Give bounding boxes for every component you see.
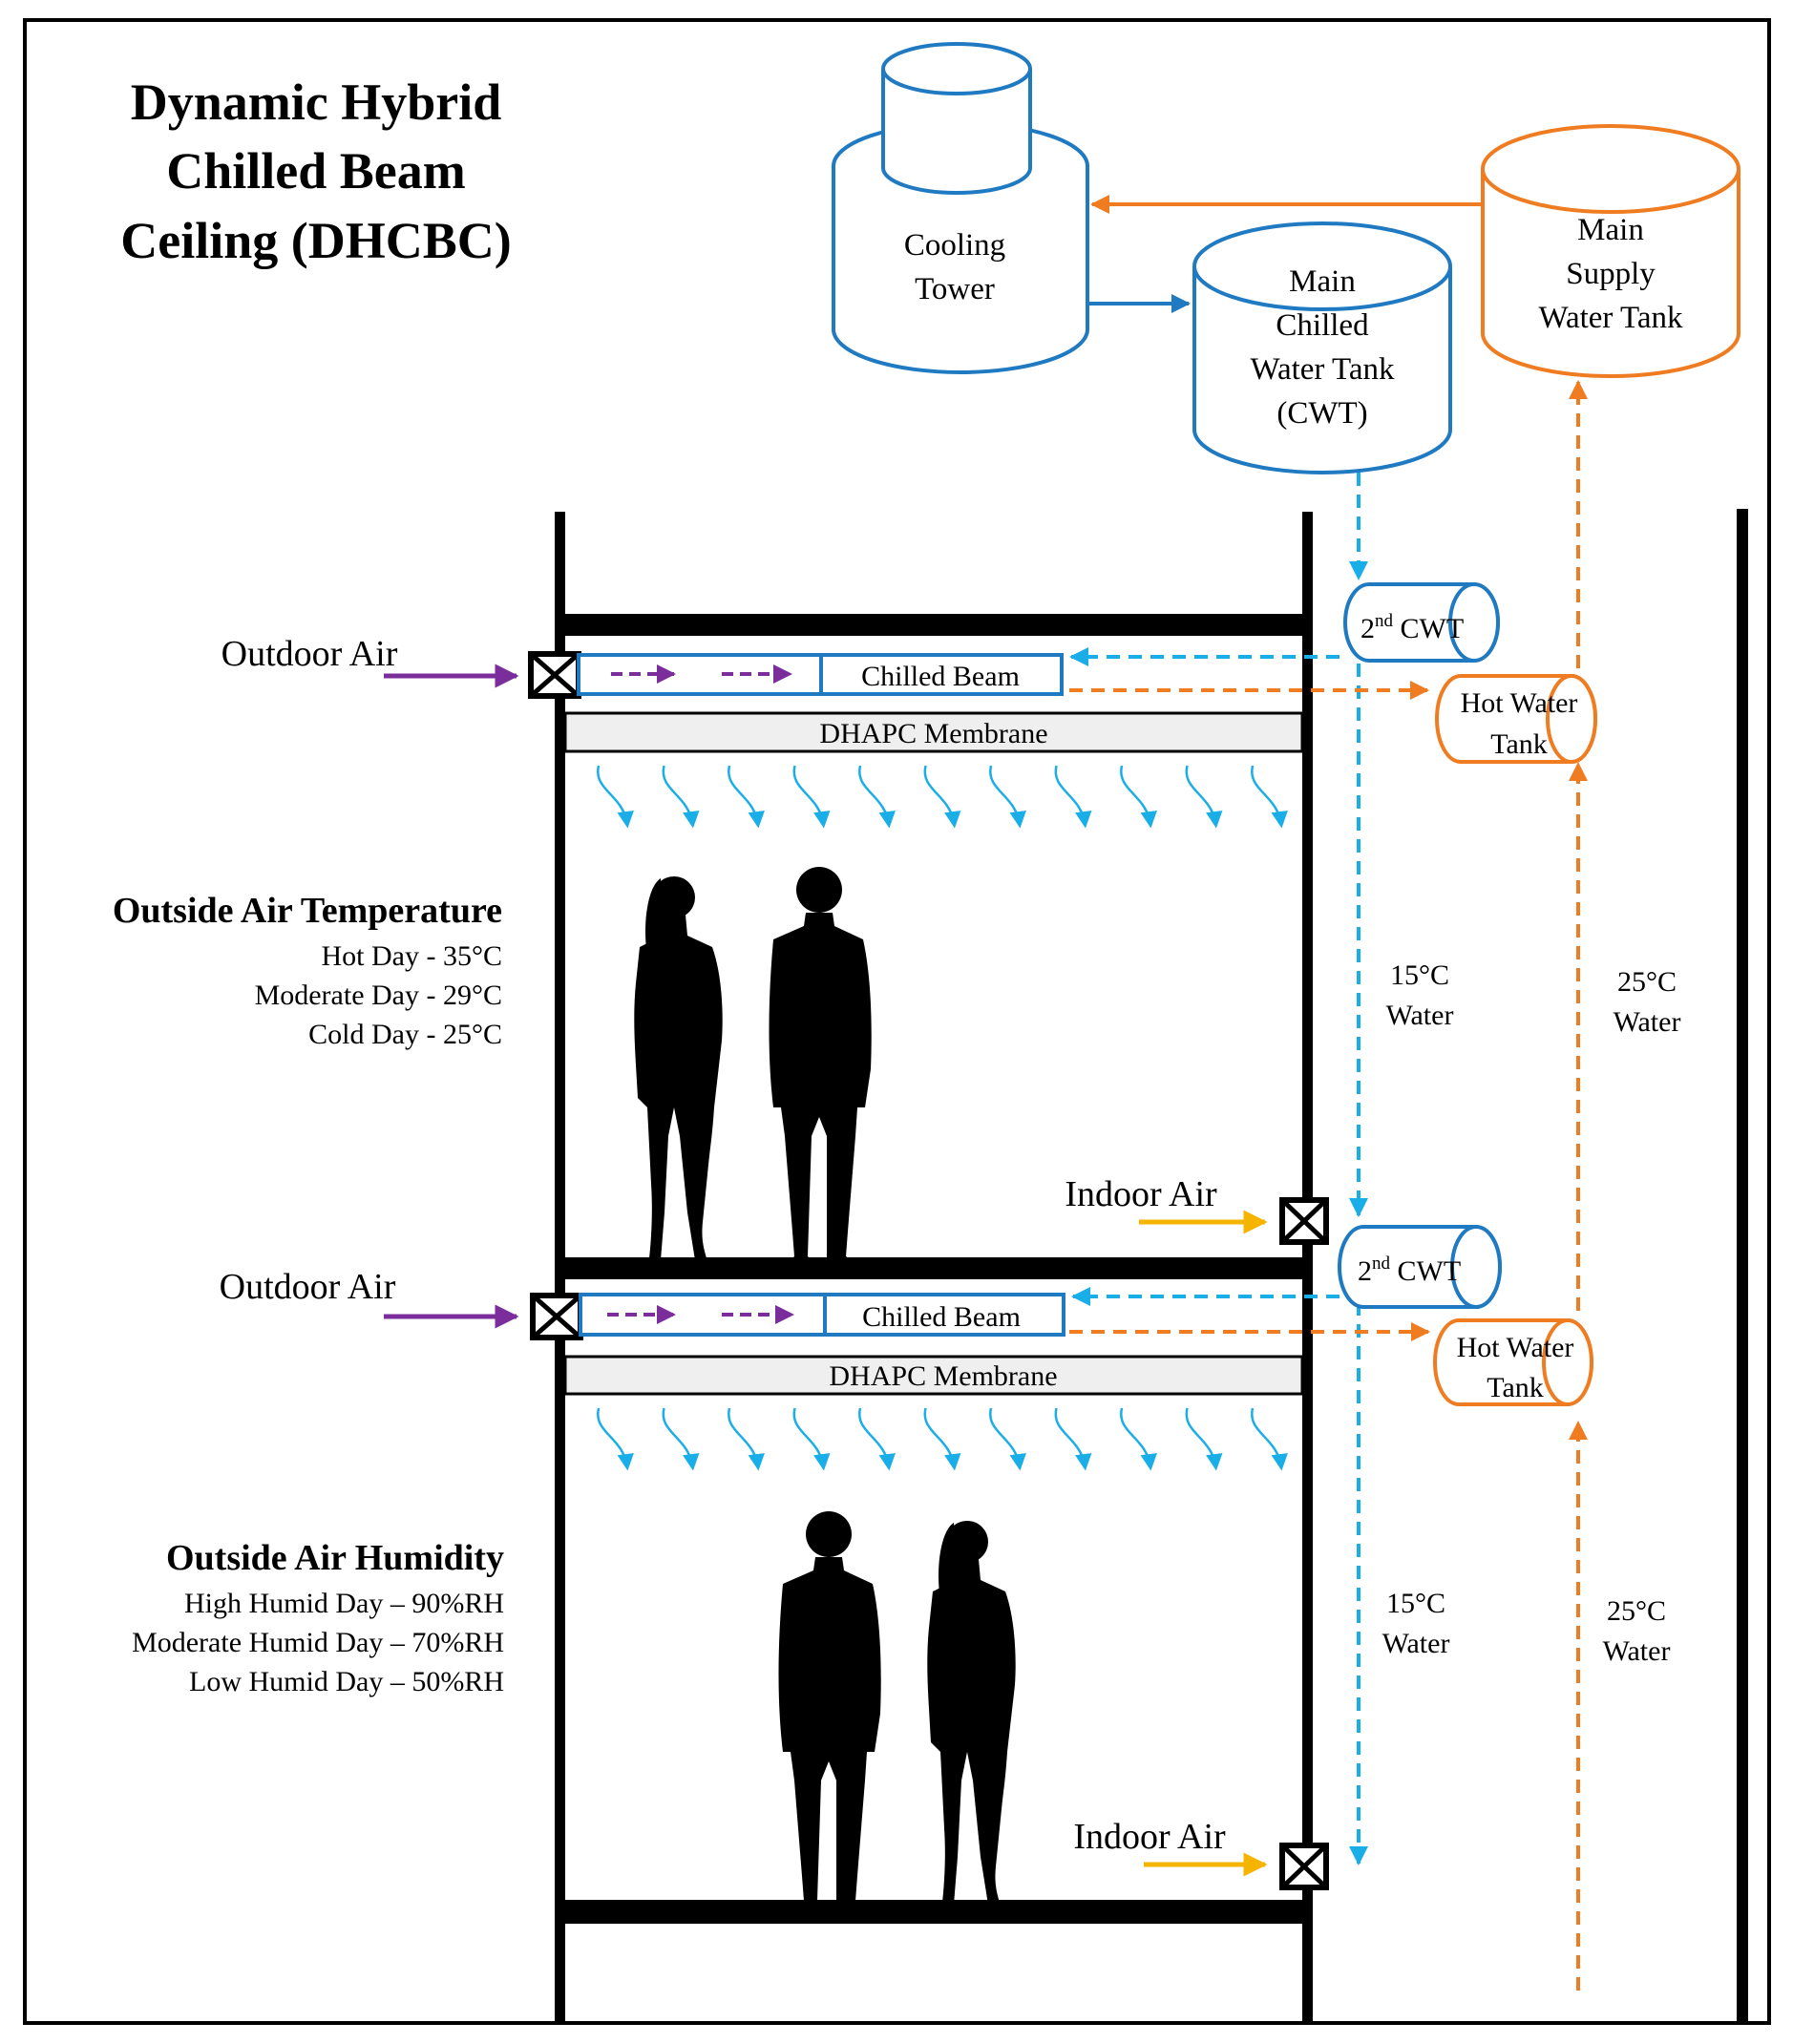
temperature-conditions: Outside Air Temperature Hot Day - 35°C M…: [113, 891, 502, 1050]
air-flow-arrow-lower-9: [1120, 1407, 1157, 1471]
second-cwt-upper: 2nd CWT: [1343, 582, 1500, 663]
air-flow-arrow-lower-1: [597, 1407, 634, 1471]
humidity-item-1: High Humid Day – 90%RH: [184, 1588, 504, 1619]
temperature-item-1: Hot Day - 35°C: [322, 940, 502, 972]
hot-water-temp-1: 25°C: [1617, 966, 1677, 998]
air-flow-arrow-upper-2: [662, 765, 700, 829]
air-flow-arrow-lower-4: [792, 1407, 831, 1471]
membrane-lower: [563, 1355, 1304, 1396]
cold-water-label-2: Water: [1382, 1628, 1450, 1659]
air-flow-arrow-upper-8: [1054, 765, 1092, 829]
building-structure: [555, 509, 1748, 2023]
air-flow-arrow-upper-3: [728, 765, 765, 829]
membrane-label-lower: DHAPC Membrane: [829, 1360, 1057, 1392]
main-cwt-label-3: Water Tank: [1250, 352, 1395, 387]
second-cwt-lower: 2nd CWT: [1338, 1225, 1502, 1309]
hot-water-tank-lower: Hot Water Tank: [1433, 1318, 1593, 1406]
air-flow-arrow-upper-6: [923, 765, 961, 829]
outdoor-air-label-lower: Outdoor Air: [220, 1267, 396, 1307]
indoor-air-label-lower: Indoor Air: [1073, 1817, 1226, 1857]
humidity-item-3: Low Humid Day – 50%RH: [189, 1666, 504, 1697]
air-flow-arrow-lower-10: [1185, 1407, 1223, 1471]
hot-water-temp-2: 25°C: [1607, 1595, 1666, 1627]
air-flow-arrow-lower-5: [858, 1407, 896, 1471]
humidity-heading: Outside Air Humidity: [166, 1538, 504, 1578]
man-silhouette-upper: [769, 867, 872, 1264]
air-flow-arrow-lower-3: [728, 1407, 765, 1471]
hot-water-label-1: Water: [1614, 1006, 1681, 1038]
air-flow-arrows-lower: [597, 1407, 1288, 1471]
water-temp-labels: 15°C Water 25°C Water 15°C Water 25°C Wa…: [1382, 959, 1681, 1667]
title-line-1: Dynamic Hybrid: [131, 74, 502, 131]
main-cwt-label-1: Main: [1289, 264, 1356, 299]
man-silhouette-lower: [778, 1511, 881, 1908]
upper-floor-unit: Outdoor Air Chilled Beam DHAPC Membrane …: [221, 582, 1597, 1245]
floor-slab-bottom: [555, 1900, 1313, 1924]
lower-floor-unit: Outdoor Air Chilled Beam DHAPC Membrane …: [220, 1225, 1593, 1890]
cooling-tower-label-2: Tower: [915, 272, 995, 306]
air-flow-arrow-upper-10: [1185, 765, 1223, 829]
damper-upper-outlet: [1279, 1197, 1329, 1245]
air-flow-arrow-upper-7: [989, 765, 1026, 829]
main-supply-label-1: Main: [1577, 213, 1644, 247]
cold-water-temp-1: 15°C: [1390, 959, 1449, 991]
air-flow-arrow-lower-8: [1054, 1407, 1092, 1471]
main-cwt-label-4: (CWT): [1276, 396, 1367, 431]
main-supply-label-3: Water Tank: [1538, 301, 1683, 335]
occupants-upper-floor: [634, 867, 872, 1264]
outer-frame: [23, 18, 1771, 2025]
hot-tank-label-upper-1: Hot Water: [1461, 687, 1578, 719]
cold-water-temp-2: 15°C: [1386, 1588, 1445, 1619]
air-flow-arrow-upper-1: [597, 765, 634, 829]
air-flow-arrow-lower-6: [923, 1407, 961, 1471]
main-supply-water-tank: Main Supply Water Tank: [1481, 124, 1740, 378]
far-right-wall: [1737, 509, 1748, 2023]
outdoor-air-label-upper: Outdoor Air: [221, 634, 398, 674]
woman-silhouette-upper: [634, 876, 723, 1260]
humidity-item-2: Moderate Humid Day – 70%RH: [132, 1627, 504, 1658]
occupants-lower-floor: [778, 1511, 1016, 1908]
second-cwt-label-upper: 2nd CWT: [1361, 611, 1464, 644]
membrane-label-upper: DHAPC Membrane: [819, 718, 1047, 749]
air-flow-arrow-lower-7: [989, 1407, 1026, 1471]
hot-tank-label-upper-2: Tank: [1490, 728, 1548, 760]
cooling-tower-label-1: Cooling: [904, 228, 1005, 263]
hot-tank-label-lower-2: Tank: [1487, 1372, 1544, 1403]
damper-lower-inlet: [530, 1293, 583, 1340]
temperature-item-2: Moderate Day - 29°C: [255, 980, 502, 1011]
main-chilled-water-tank: Main Chilled Water Tank (CWT): [1192, 221, 1452, 474]
diagram-title: Dynamic Hybrid Chilled Beam Ceiling (DHC…: [120, 74, 511, 269]
temperature-item-3: Cold Day - 25°C: [308, 1019, 502, 1050]
cold-water-label-1: Water: [1386, 1000, 1454, 1031]
air-flow-arrow-upper-5: [858, 765, 896, 829]
temperature-heading: Outside Air Temperature: [113, 891, 502, 931]
chilled-beam-label-lower: Chilled Beam: [862, 1301, 1021, 1333]
ceiling-slab-1: [555, 614, 1313, 636]
chilled-beam-label-upper: Chilled Beam: [861, 661, 1020, 692]
damper-upper-inlet: [528, 651, 581, 699]
air-flow-arrow-upper-4: [792, 765, 831, 829]
membrane-upper: [563, 711, 1304, 753]
cooling-tower: Cooling Tower: [832, 42, 1089, 374]
damper-lower-outlet: [1279, 1843, 1329, 1890]
hot-water-tank-upper: Hot Water Tank: [1435, 674, 1597, 764]
woman-silhouette-lower: [927, 1521, 1016, 1905]
main-cwt-label-2: Chilled: [1276, 308, 1369, 343]
second-cwt-label-lower: 2nd CWT: [1358, 1254, 1461, 1287]
air-flow-arrow-lower-11: [1251, 1407, 1288, 1471]
humidity-conditions: Outside Air Humidity High Humid Day – 90…: [132, 1538, 504, 1697]
hot-tank-label-lower-1: Hot Water: [1457, 1332, 1574, 1363]
ceiling-slab-2: [555, 1257, 1313, 1279]
air-flow-arrow-upper-11: [1251, 765, 1288, 829]
air-flow-arrows-upper: [597, 765, 1288, 829]
indoor-air-label-upper: Indoor Air: [1065, 1174, 1217, 1214]
hot-water-label-2: Water: [1603, 1635, 1671, 1667]
title-line-2: Chilled Beam: [166, 142, 466, 200]
air-flow-arrow-lower-2: [662, 1407, 700, 1471]
air-flow-arrow-upper-9: [1120, 765, 1157, 829]
title-line-3: Ceiling (DHCBC): [120, 212, 511, 269]
main-supply-label-2: Supply: [1566, 257, 1656, 291]
